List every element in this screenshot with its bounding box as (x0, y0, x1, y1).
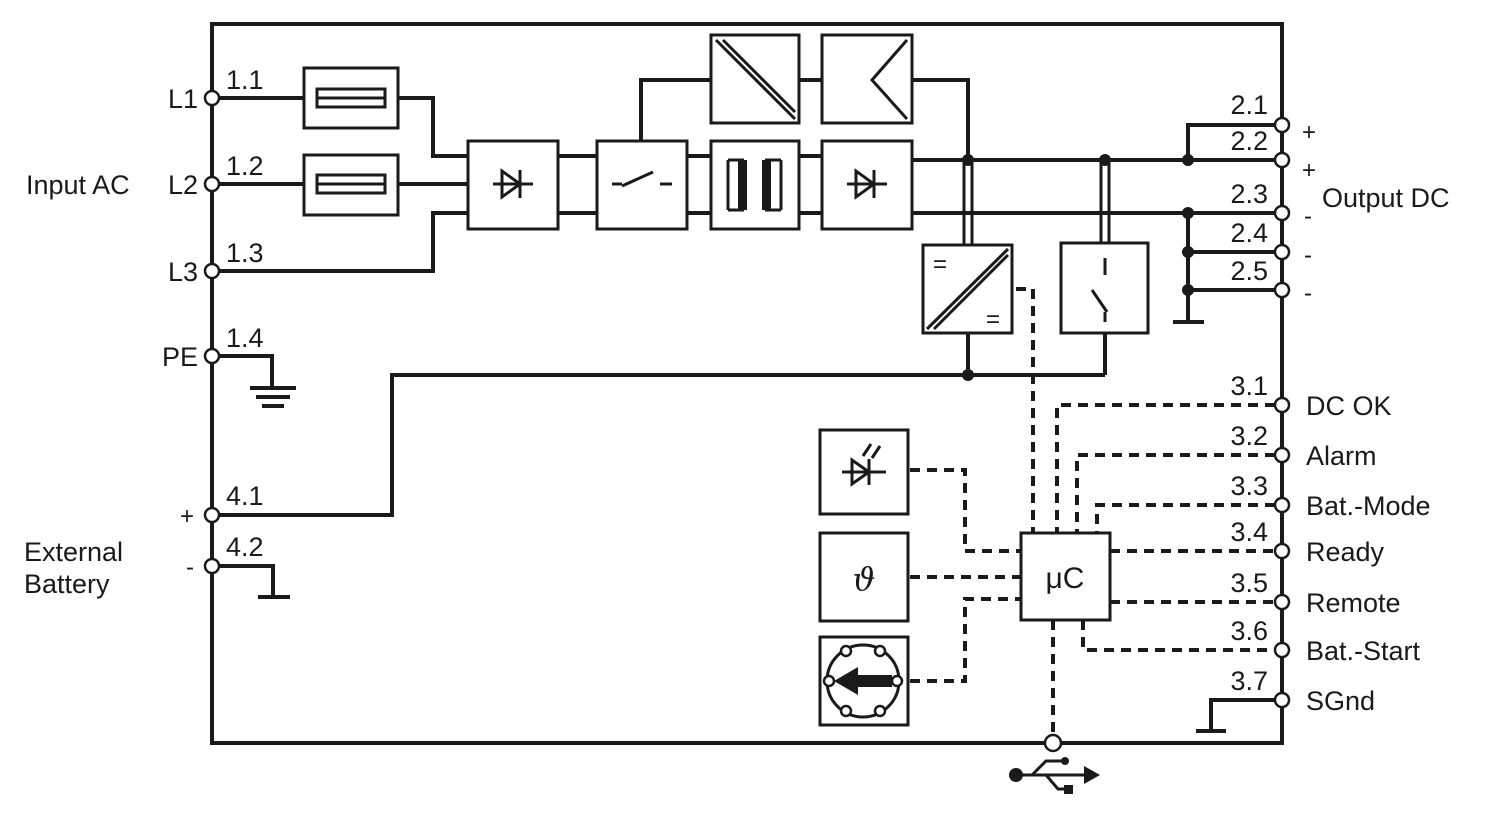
terminal-name-l2: L2 (168, 170, 198, 200)
terminal-num-3-3: 3.3 (1230, 471, 1268, 501)
terminal-num-4-1: 4.1 (226, 481, 264, 511)
terminal-4-1 (203, 506, 221, 524)
terminal-pe (203, 347, 221, 365)
terminal-name-l3: L3 (168, 257, 198, 287)
svg-text:=: = (933, 251, 947, 278)
terminal-2-5 (1273, 281, 1291, 299)
signal-label-alarm: Alarm (1306, 441, 1377, 471)
terminal-2-4 (1273, 243, 1291, 261)
wire-pe (217, 354, 274, 388)
terminal-sign-2-1: + (1302, 119, 1316, 146)
rotary-selector-block (818, 635, 910, 727)
usb-port-terminal (1043, 733, 1063, 753)
device-enclosure (210, 22, 1284, 745)
signal-label-dc-ok: DC OK (1306, 391, 1392, 421)
terminal-3-3 (1273, 496, 1291, 514)
terminal-3-4 (1273, 542, 1291, 560)
signal-label-sgnd: SGnd (1306, 686, 1375, 716)
terminal-3-5 (1273, 593, 1291, 611)
ground-symbol-pe (250, 386, 296, 408)
terminal-num-3-1: 3.1 (1230, 371, 1268, 401)
terminal-sign-2-3: - (1304, 203, 1312, 230)
input-ac-label: Input AC (26, 170, 130, 200)
terminal-num-3-6: 3.6 (1230, 616, 1268, 646)
terminal-3-1 (1273, 396, 1291, 414)
wire-l3 (217, 211, 468, 273)
terminal-sign-2-4: - (1304, 242, 1312, 269)
power-path: = = (217, 33, 1275, 517)
terminal-num-1-1: 1.1 (226, 65, 264, 95)
switching-stage (595, 139, 689, 231)
signal-label-remote: Remote (1306, 588, 1401, 618)
terminal-2-1 (1273, 116, 1291, 134)
terminal-name-l1: L1 (168, 84, 198, 114)
battery-section: 4.1 4.2 + - External Battery (24, 481, 290, 599)
terminal-name-pe: PE (162, 342, 198, 372)
output-section: 2.1 2.2 2.3 2.4 2.5 + + - - - Output DC (1173, 90, 1450, 324)
terminal-num-3-2: 3.2 (1230, 421, 1268, 451)
signal-label-bat-mode: Bat.-Mode (1306, 491, 1431, 521)
signal-label-bat-start: Bat.-Start (1306, 636, 1421, 666)
terminal-num-2-5: 2.5 (1230, 256, 1268, 286)
output-dc-label: Output DC (1322, 183, 1450, 213)
battery-label-line1: External (24, 537, 123, 567)
terminal-3-7 (1273, 691, 1291, 709)
terminal-num-4-2: 4.2 (226, 532, 264, 562)
terminal-num-3-7: 3.7 (1230, 666, 1268, 696)
terminal-num-2-2: 2.2 (1230, 126, 1268, 156)
terminal-sign-2-2: + (1302, 157, 1316, 184)
led-indicator-block (818, 428, 910, 516)
terminal-num-3-5: 3.5 (1230, 568, 1268, 598)
dc-dc-converter-block (709, 33, 801, 125)
terminal-sign-4-2: - (186, 554, 194, 581)
terminal-3-2 (1273, 446, 1291, 464)
terminal-l1 (203, 89, 221, 107)
terminal-num-3-4: 3.4 (1230, 517, 1268, 547)
battery-charger-converter: = = (921, 243, 1014, 335)
terminal-num-2-4: 2.4 (1230, 218, 1268, 248)
terminal-num-2-3: 2.3 (1230, 179, 1268, 209)
terminal-sign-2-5: - (1304, 280, 1312, 307)
battery-label-line2: Battery (24, 569, 110, 599)
transformer (709, 139, 801, 231)
terminal-num-2-1: 2.1 (1230, 90, 1268, 120)
fuse-l1 (302, 66, 400, 130)
terminal-num-1-2: 1.2 (226, 151, 264, 181)
inverter-block (820, 33, 914, 125)
control-section: ϑ μC 3.1 3.2 3.3 (818, 287, 1431, 794)
signal-label-ready: Ready (1306, 537, 1385, 567)
input-section: L1 L2 L3 PE 1.1 1.2 1.3 1.4 Input AC (26, 65, 468, 408)
temperature-symbol: ϑ (853, 560, 876, 598)
output-rectifier (820, 139, 914, 231)
terminal-4-2 (203, 557, 221, 575)
terminal-l2 (203, 175, 221, 193)
fuse-l2 (302, 153, 400, 217)
usb-icon (1009, 757, 1100, 794)
temperature-sensor-block: ϑ (818, 531, 910, 623)
terminal-num-1-3: 1.3 (226, 238, 264, 268)
terminal-3-6 (1273, 641, 1291, 659)
terminal-sign-4-1: + (180, 503, 194, 530)
terminal-l3 (203, 262, 221, 280)
microcontroller-block: μC (1019, 531, 1112, 622)
svg-text:=: = (986, 306, 1000, 333)
wire-l1-b (398, 96, 468, 158)
battery-switch (1059, 241, 1150, 335)
terminal-2-3 (1273, 204, 1291, 222)
terminal-num-1-4: 1.4 (226, 323, 264, 353)
mcu-label: μC (1046, 562, 1085, 595)
terminal-2-2 (1273, 151, 1291, 169)
input-rectifier (466, 139, 560, 231)
